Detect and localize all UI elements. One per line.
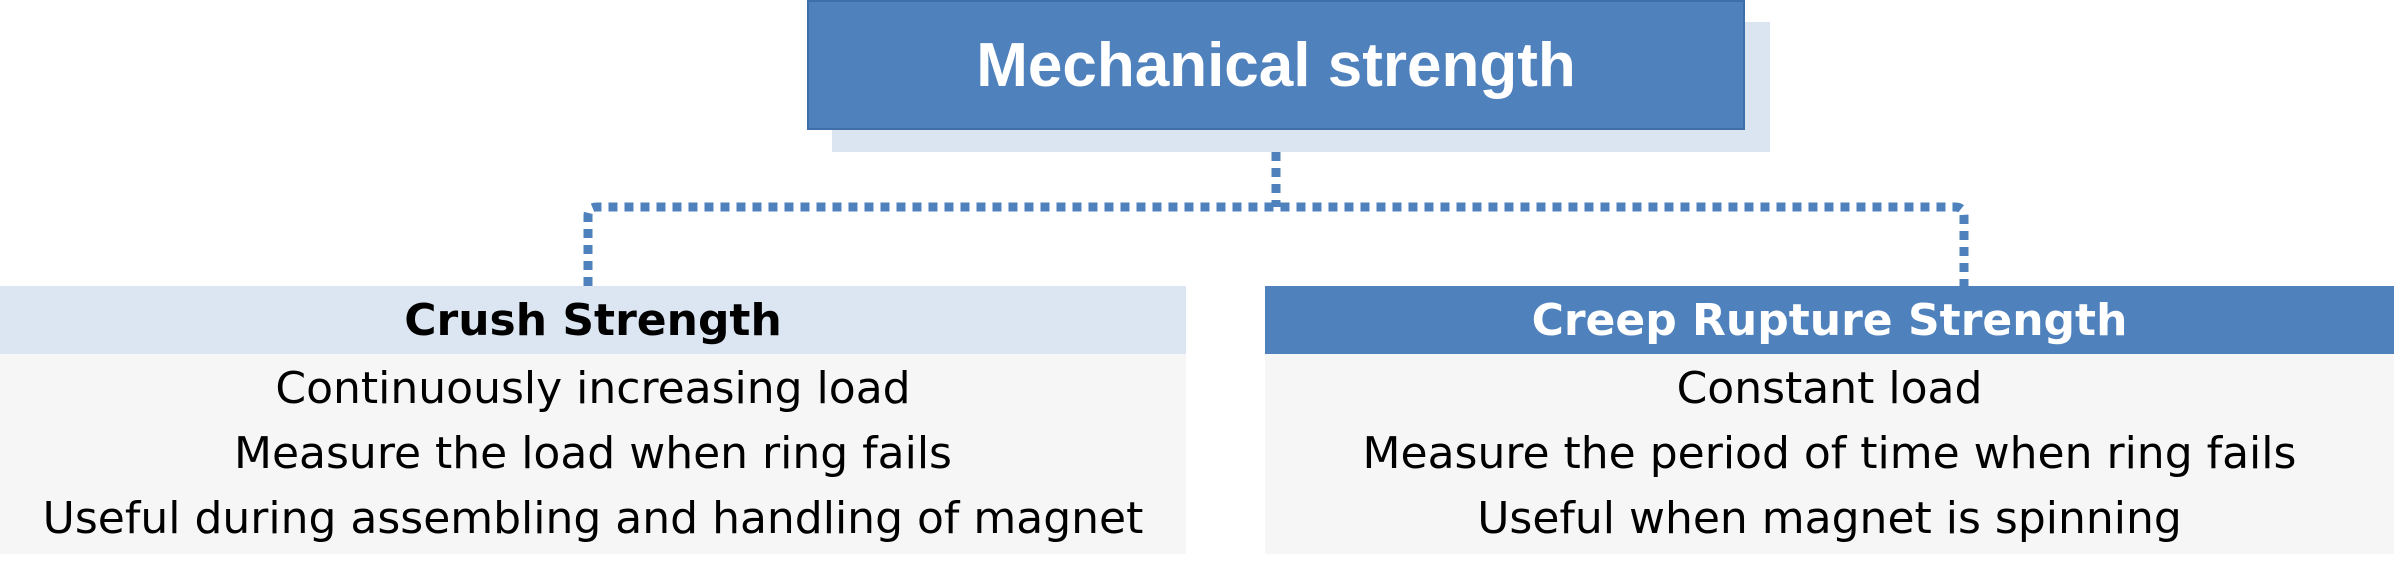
root-box: Mechanical strength [807, 0, 1745, 130]
crush-strength-line-2: Measure the load when ring fails [234, 428, 952, 479]
crush-strength-line-1: Continuously increasing load [275, 363, 911, 414]
creep-rupture-line-1: Constant load [1676, 363, 1983, 414]
creep-rupture-line-3: Useful when magnet is spinning [1477, 493, 2182, 544]
crush-strength-title: Crush Strength [404, 294, 782, 346]
root-title: Mechanical strength [976, 30, 1576, 100]
creep-rupture-body: Constant load Measure the period of time… [1265, 354, 2394, 554]
creep-rupture-header: Creep Rupture Strength [1265, 286, 2394, 354]
creep-rupture-line-2: Measure the period of time when ring fai… [1362, 428, 2297, 479]
connector-bracket [583, 202, 1969, 286]
creep-rupture-panel: Creep Rupture Strength Constant load Mea… [1265, 286, 2394, 554]
creep-rupture-title: Creep Rupture Strength [1531, 294, 2128, 346]
crush-strength-body: Continuously increasing load Measure the… [0, 354, 1186, 554]
crush-strength-line-3: Useful during assembling and handling of… [42, 493, 1144, 544]
crush-strength-header: Crush Strength [0, 286, 1186, 354]
crush-strength-panel: Crush Strength Continuously increasing l… [0, 286, 1186, 554]
